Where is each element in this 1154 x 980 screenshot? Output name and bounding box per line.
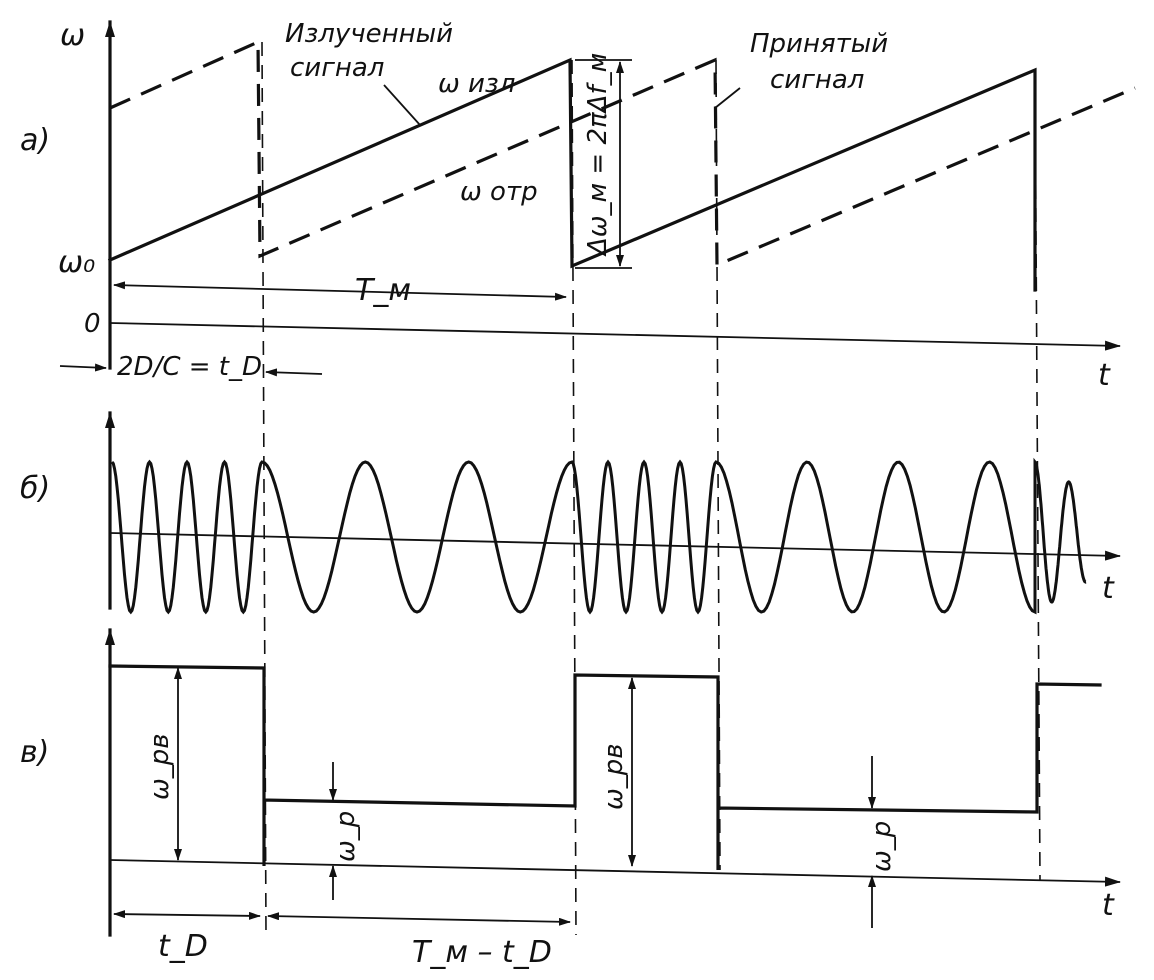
emitted-label-2: сигнал [290, 53, 384, 83]
omega-p-label-2: ω_р [867, 821, 897, 872]
period-arrow [113, 281, 567, 301]
omega0-label: ω₀ [58, 245, 95, 280]
panel-c: в) t ω_рв ω_рв ω_р ω_р t_D T_м – t_D [20, 628, 1121, 970]
beat-signal-wave [110, 457, 1087, 615]
omega-refl-label: ω отр [460, 177, 538, 207]
delay-label: 2D/C = t_D [117, 352, 262, 382]
emitted-leader [383, 84, 421, 126]
t-axis-label-b: t [1102, 571, 1115, 606]
td-arrow [113, 910, 261, 920]
period-label: T_м [355, 273, 411, 308]
beat-frequency-line [108, 664, 1102, 870]
panel-b: б) t [20, 411, 1121, 615]
received-label-1: Принятый [750, 29, 888, 59]
time-axis-a [109, 322, 1121, 351]
zero-label: 0 [84, 309, 101, 339]
panel-b-label: б) [20, 471, 50, 506]
td-label: t_D [158, 929, 208, 964]
omega-pv-label-2: ω_рв [599, 743, 629, 810]
omega-axis-label: ω [60, 18, 85, 53]
delta-omega-label: Δω_м = 2πΔf_м [583, 53, 613, 257]
panel-a: а) ω ω₀ 0 t Излученный сигнал ω изл Прин… [20, 18, 1136, 393]
tm-td-arrow [267, 912, 571, 926]
delay-arrow-left [59, 363, 107, 372]
t-axis-label-c: t [1102, 888, 1115, 923]
guide-line-2tm [1034, 69, 1041, 881]
panel-a-label: а) [20, 123, 50, 158]
delay-arrow-right [265, 368, 323, 377]
omega-p-label-1: ω_р [331, 811, 361, 862]
time-axis-c [109, 859, 1121, 887]
emitted-label-1: Излученный [285, 19, 453, 49]
time-axis-b [109, 532, 1121, 561]
panel-c-label: в) [20, 735, 49, 770]
guide-line-tm [571, 59, 577, 936]
received-leader [714, 87, 741, 109]
received-label-2: сигнал [770, 65, 864, 95]
omega-pv-label-1: ω_рв [145, 733, 175, 800]
tm-td-label: T_м – t_D [412, 935, 552, 970]
received-signal-line [109, 39, 1136, 268]
t-axis-label-a: t [1098, 358, 1111, 393]
omega-emit-label: ω изл [438, 69, 515, 99]
